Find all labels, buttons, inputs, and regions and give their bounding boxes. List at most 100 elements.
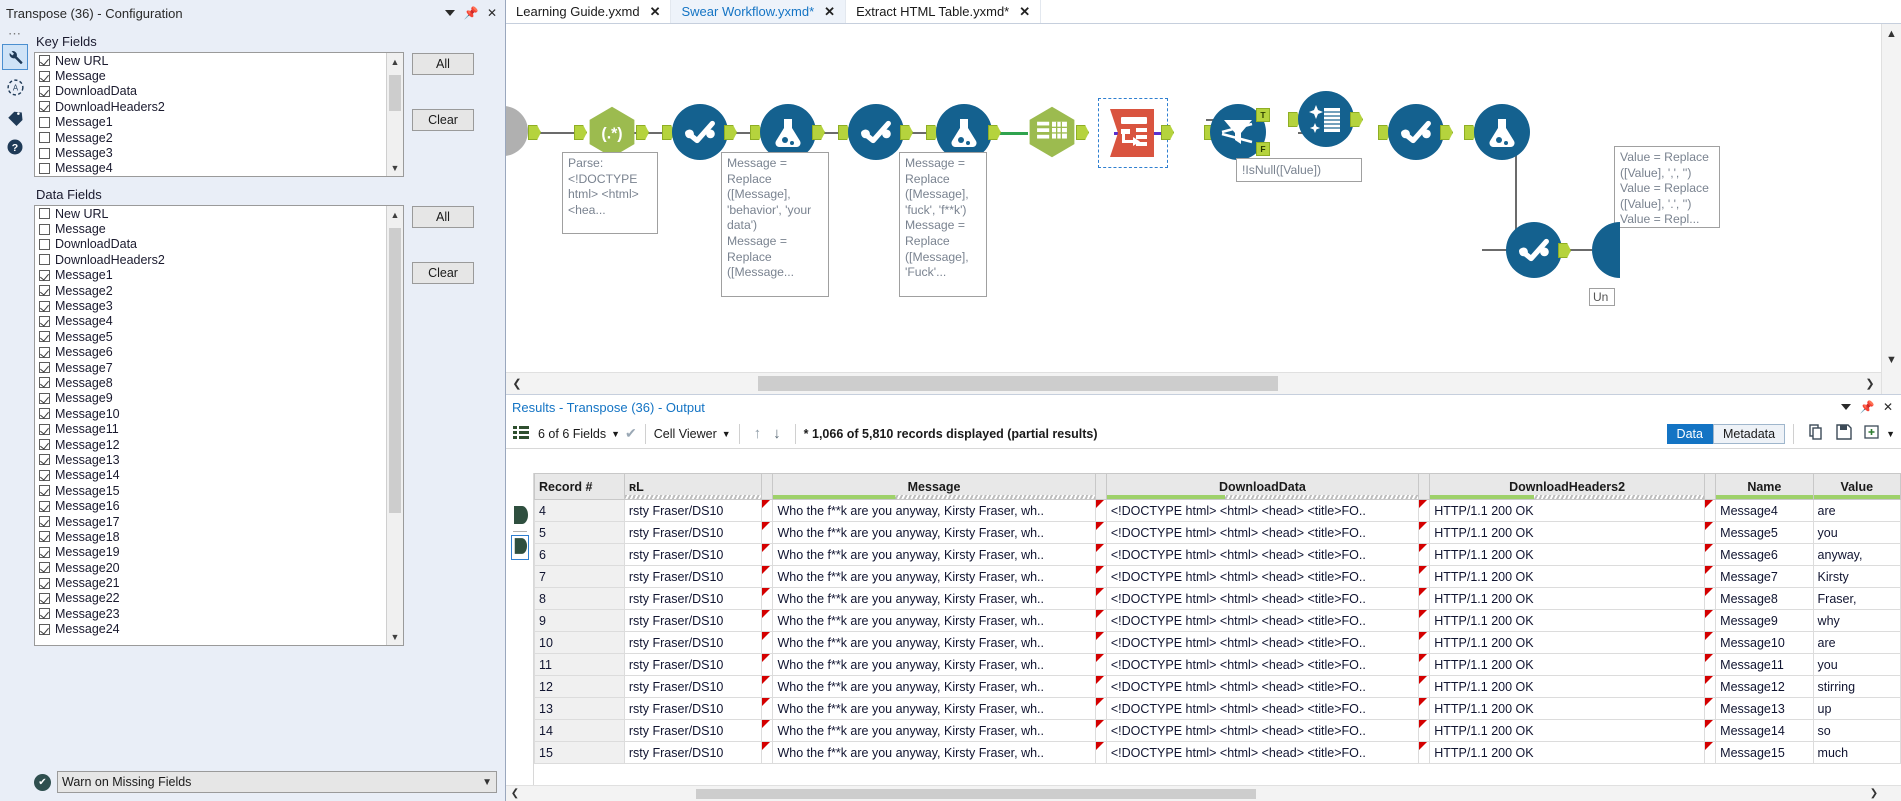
cell-name[interactable]: Message15 <box>1715 741 1814 764</box>
data-field-item[interactable]: Message24 <box>35 622 386 637</box>
data-field-item[interactable]: Message8 <box>35 375 386 390</box>
cell-value[interactable]: anyway, <box>1812 543 1901 566</box>
cell-name[interactable]: Message11 <box>1715 653 1814 676</box>
workflow-tab-2[interactable]: Extract HTML Table.yxmd*✕ <box>846 0 1042 23</box>
cell-message[interactable]: Who the f**k are you anyway, Kirsty Fras… <box>772 741 1096 764</box>
ttc-output-plug[interactable] <box>1161 125 1174 140</box>
transpose-tool[interactable] <box>1024 104 1080 160</box>
data-field-item[interactable]: Message3 <box>35 298 386 313</box>
cell-value[interactable]: Fraser, <box>1812 587 1901 610</box>
checkbox-icon[interactable] <box>39 346 50 358</box>
checkbox-icon[interactable] <box>39 331 50 343</box>
checkbox-icon[interactable] <box>39 439 50 451</box>
select-2-output-plug[interactable] <box>900 125 913 140</box>
checkbox-icon[interactable] <box>39 162 50 174</box>
checkbox-icon[interactable] <box>39 208 50 220</box>
data-field-item[interactable]: Message2 <box>35 283 386 298</box>
checkbox-icon[interactable] <box>39 223 50 235</box>
cell-value[interactable]: why <box>1812 609 1901 632</box>
cell-url[interactable]: rsty Fraser/DS10 <box>623 631 763 654</box>
check-icon[interactable]: ✔ <box>625 425 637 441</box>
cell-download[interactable]: <!DOCTYPE html> <html> <head> <title>FO.… <box>1105 587 1420 610</box>
checkbox-icon[interactable] <box>39 55 50 67</box>
data-field-item[interactable]: Message6 <box>35 345 386 360</box>
data-field-item[interactable]: DownloadHeaders2 <box>35 252 386 267</box>
checkbox-icon[interactable] <box>39 85 50 97</box>
cell-message[interactable]: Who the f**k are you anyway, Kirsty Fras… <box>772 543 1096 566</box>
cell-download[interactable]: <!DOCTYPE html> <html> <head> <title>FO.… <box>1105 631 1420 654</box>
input-data-output-plug[interactable] <box>528 125 541 140</box>
cell-record[interactable]: 14 <box>534 719 625 742</box>
cell-headers[interactable]: HTTP/1.1 200 OK <box>1429 741 1705 764</box>
data-field-item[interactable]: Message19 <box>35 545 386 560</box>
close-icon[interactable]: ✕ <box>824 3 836 19</box>
checkbox-icon[interactable] <box>39 577 50 589</box>
cell-name[interactable]: Message8 <box>1715 587 1814 610</box>
copy-icon[interactable] <box>1808 424 1824 443</box>
close-icon[interactable]: ✕ <box>1882 400 1894 414</box>
cell-record[interactable]: 8 <box>534 587 625 610</box>
checkbox-icon[interactable] <box>39 132 50 144</box>
cell-name[interactable]: Message14 <box>1715 719 1814 742</box>
cell-download[interactable]: <!DOCTYPE html> <html> <head> <title>FO.… <box>1105 499 1420 522</box>
regex-output-plug[interactable] <box>636 125 649 140</box>
cell-message[interactable]: Who the f**k are you anyway, Kirsty Fras… <box>772 697 1096 720</box>
checkbox-icon[interactable] <box>39 362 50 374</box>
data-field-item[interactable]: Message13 <box>35 452 386 467</box>
formula-2-output-plug[interactable] <box>988 125 1001 140</box>
close-icon[interactable]: ✕ <box>486 6 498 20</box>
cell-url[interactable]: rsty Fraser/DS10 <box>623 697 763 720</box>
cell-download[interactable]: <!DOCTYPE html> <html> <head> <title>FO.… <box>1105 565 1420 588</box>
add-column-icon[interactable] <box>1864 424 1880 443</box>
checkbox-icon[interactable] <box>39 608 50 620</box>
select-3-output-plug[interactable] <box>1440 125 1453 140</box>
key-field-item[interactable]: Message4 <box>35 161 386 176</box>
data-field-item[interactable]: Message22 <box>35 591 386 606</box>
text-to-columns-tool[interactable] <box>1106 106 1162 162</box>
key-field-item[interactable]: Message1 <box>35 115 386 130</box>
key-fields-scrollbar[interactable]: ▲ ▼ <box>386 53 403 176</box>
chevron-down-icon[interactable] <box>1840 400 1852 414</box>
select-tool-4[interactable] <box>1506 222 1562 278</box>
cell-record[interactable]: 12 <box>534 675 625 698</box>
cell-value[interactable]: up <box>1812 697 1901 720</box>
annotation-icon[interactable]: A <box>2 74 28 100</box>
cell-headers[interactable]: HTTP/1.1 200 OK <box>1429 675 1705 698</box>
checkbox-icon[interactable] <box>39 500 50 512</box>
cell-url[interactable]: rsty Fraser/DS10 <box>623 653 763 676</box>
cell-url[interactable]: rsty Fraser/DS10 <box>623 521 763 544</box>
cell-value[interactable]: so <box>1812 719 1901 742</box>
workflow-canvas[interactable]: (.*) Parse: <!DOCTYPE html> <html> <hea.… <box>506 24 1901 394</box>
data-fields-scrollbar[interactable]: ▲ ▼ <box>386 206 403 645</box>
input-data-tool[interactable] <box>506 106 548 162</box>
cell-headers[interactable]: HTTP/1.1 200 OK <box>1429 543 1705 566</box>
cell-headers[interactable]: HTTP/1.1 200 OK <box>1429 565 1705 588</box>
checkbox-icon[interactable] <box>39 315 50 327</box>
checkbox-icon[interactable] <box>39 623 50 635</box>
cell-url[interactable]: rsty Fraser/DS10 <box>623 675 763 698</box>
cell-download[interactable]: <!DOCTYPE html> <html> <head> <title>FO.… <box>1105 675 1420 698</box>
chevron-down-icon[interactable]: ▼ <box>721 428 731 439</box>
cell-headers[interactable]: HTTP/1.1 200 OK <box>1429 521 1705 544</box>
cell-headers[interactable]: HTTP/1.1 200 OK <box>1429 697 1705 720</box>
selected-output-anchor-icon[interactable] <box>506 532 533 560</box>
cell-name[interactable]: Message5 <box>1715 521 1814 544</box>
tab-metadata[interactable]: Metadata <box>1712 423 1786 444</box>
data-field-item[interactable]: Message14 <box>35 468 386 483</box>
cell-name[interactable]: Message9 <box>1715 609 1814 632</box>
checkbox-icon[interactable] <box>39 285 50 297</box>
data-field-item[interactable]: Message10 <box>35 406 386 421</box>
data-field-item[interactable]: Message16 <box>35 498 386 513</box>
data-field-item[interactable]: Message17 <box>35 514 386 529</box>
sort-ascending-icon[interactable]: ↑ <box>753 425 762 442</box>
tab-data[interactable]: Data <box>1666 423 1713 444</box>
cell-name[interactable]: Message6 <box>1715 543 1814 566</box>
regex-input-plug[interactable] <box>574 125 587 140</box>
checkbox-icon[interactable] <box>39 70 50 82</box>
pin-icon[interactable]: 📌 <box>463 6 479 20</box>
